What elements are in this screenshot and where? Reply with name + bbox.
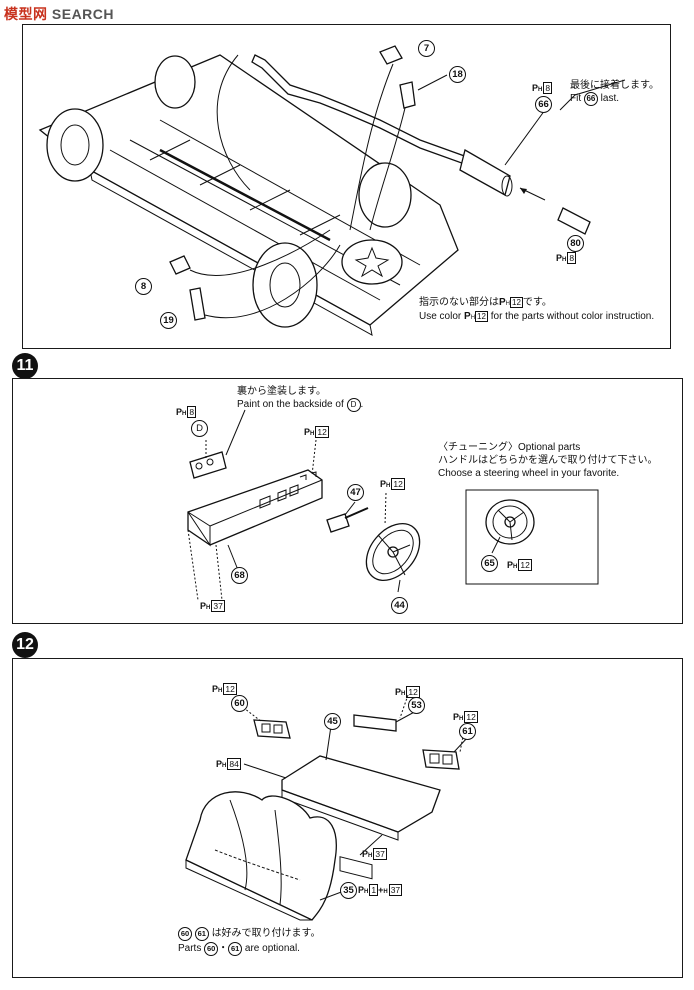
optional-parts-en: Choose a steering wheel in your favorite…: [438, 468, 620, 479]
part-60: 60: [231, 695, 248, 712]
part-19: 19: [160, 312, 177, 329]
part-80: 80: [567, 235, 584, 252]
optional-parts-jp: ハンドルはどちらかを選んで取り付けて下さい。: [438, 455, 658, 466]
fit-last-en: Fit 66 last.: [570, 92, 620, 106]
part-65: 65: [481, 555, 498, 572]
part-35: 35: [340, 882, 357, 899]
part-66: 66: [535, 96, 552, 113]
backside-note-en: Paint on the backside of D.: [237, 398, 364, 412]
part-44: 44: [391, 597, 408, 614]
watermark-brand: SEARCH: [51, 6, 115, 22]
part-68: 68: [231, 567, 248, 584]
optional-parts-title: 〈チューニング〉Optional parts: [438, 442, 581, 453]
part-d: D: [191, 420, 208, 437]
fit-last-jp: 最後に接着します。: [570, 80, 659, 91]
part-7: 7: [418, 40, 435, 57]
optional-note-en: Parts 60・61 are optional.: [178, 942, 300, 956]
step-12-badge: 12: [12, 632, 38, 658]
backside-note-jp: 裏から塗装します。: [237, 386, 326, 397]
part-8: 8: [135, 278, 152, 295]
part-47: 47: [347, 484, 364, 501]
step-11-badge: 11: [12, 353, 38, 379]
part-18: 18: [449, 66, 466, 83]
step12-panel: [12, 658, 683, 978]
part-53: 53: [408, 697, 425, 714]
watermark-logo: 模型网 SEARCH: [4, 4, 114, 24]
part-45: 45: [324, 713, 341, 730]
watermark-logo-text: 模型网: [4, 6, 48, 22]
step11-panel: [12, 378, 683, 624]
part-61: 61: [459, 723, 476, 740]
optional-note-jp: 60 61 は好みで取り付けます。: [178, 927, 321, 941]
